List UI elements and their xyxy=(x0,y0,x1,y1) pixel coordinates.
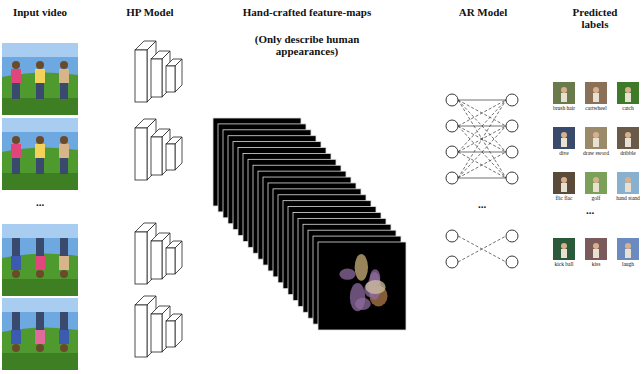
class-label: kick ball xyxy=(548,261,580,267)
ellipsis: ... xyxy=(22,196,58,208)
label-thumbnail xyxy=(553,127,575,149)
video-frame xyxy=(2,298,78,370)
video-frame xyxy=(2,43,78,115)
label-thumbnail xyxy=(585,127,607,149)
feature-map xyxy=(318,242,406,330)
class-label: laugh xyxy=(612,261,643,267)
ellipsis: ... xyxy=(464,198,500,210)
video-frame xyxy=(2,118,78,190)
label-thumbnail xyxy=(617,82,639,104)
class-label: dive xyxy=(548,150,580,156)
cnn-layer xyxy=(166,137,182,170)
cnn-layer xyxy=(166,59,182,92)
class-label: kiss xyxy=(580,261,612,267)
label-thumbnail xyxy=(553,82,575,104)
column-heading: Predicted labels xyxy=(560,6,630,30)
class-label: cartwheel xyxy=(580,105,612,111)
class-label: dribble xyxy=(612,150,643,156)
cnn-layer xyxy=(166,241,182,274)
class-label: catch xyxy=(612,105,643,111)
class-label: brush hair xyxy=(548,105,580,111)
column-heading: Hand-crafted feature-maps xyxy=(240,6,374,18)
column-heading: (Only describe human appearances) xyxy=(240,33,374,57)
class-label: golf xyxy=(580,195,612,201)
label-thumbnail xyxy=(585,82,607,104)
label-thumbnail xyxy=(617,172,639,194)
cnn-layer xyxy=(166,314,182,347)
column-heading: AR Model xyxy=(445,6,521,18)
column-heading: HP Model xyxy=(112,6,188,18)
label-thumbnail xyxy=(585,172,607,194)
column-heading: Input video xyxy=(2,6,78,18)
ar-network xyxy=(446,94,518,268)
class-label: draw sword xyxy=(580,150,612,156)
class-label: hand stand xyxy=(612,195,643,201)
ellipsis: ... xyxy=(572,204,608,216)
class-label: flic flac xyxy=(548,195,580,201)
label-thumbnail xyxy=(553,172,575,194)
label-thumbnail xyxy=(553,238,575,260)
label-thumbnail xyxy=(617,238,639,260)
label-thumbnail xyxy=(585,238,607,260)
video-frame xyxy=(2,224,78,296)
label-thumbnail xyxy=(617,127,639,149)
